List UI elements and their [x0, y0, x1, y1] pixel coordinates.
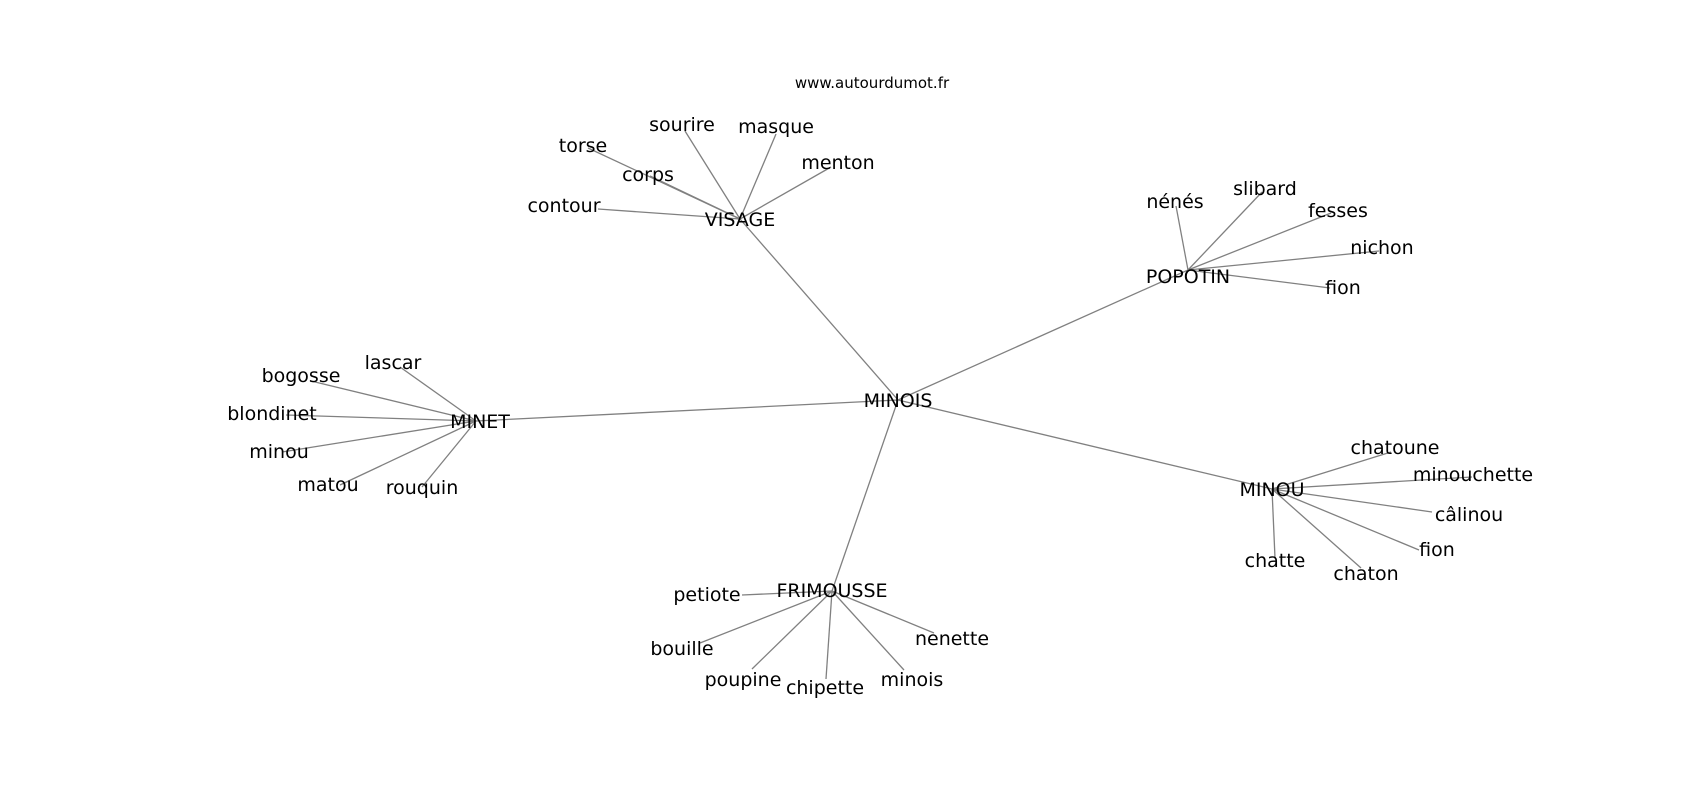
edge-popotin-1 — [1187, 191, 1263, 271]
edge-minou-2 — [1271, 488, 1433, 513]
node-leaf-visage-0: sourire — [649, 114, 715, 136]
edge-root-minou — [897, 399, 1273, 490]
edge-popotin-3 — [1187, 250, 1380, 271]
edge-minet-2 — [285, 414, 477, 422]
edge-minet-5 — [421, 420, 477, 488]
edge-root-minet — [475, 399, 899, 422]
node-leaf-minou-4: chatte — [1245, 550, 1306, 572]
node-leaf-minet-1: bogosse — [262, 365, 341, 387]
edge-minet-3 — [281, 420, 477, 453]
edge-visage-1 — [739, 133, 777, 220]
edge-root-popotin — [897, 269, 1189, 401]
node-leaf-popotin-3: nichon — [1350, 237, 1413, 259]
edge-visage-5 — [597, 208, 741, 220]
graph-edges — [281, 130, 1473, 680]
node-leaf-minou-5: chaton — [1333, 563, 1398, 585]
node-leaf-frimousse-5: nenette — [915, 628, 989, 650]
node-leaf-minet-2: blondinet — [227, 403, 317, 425]
node-hub-frimousse: FRIMOUSSE — [776, 580, 887, 602]
edge-frimousse-4 — [831, 590, 905, 671]
site-url-label: www.autourdumot.fr — [795, 74, 950, 92]
edge-root-visage — [739, 218, 899, 401]
node-root: MINOIS — [864, 390, 933, 412]
node-leaf-popotin-0: nénés — [1146, 191, 1203, 213]
node-leaf-frimousse-1: bouille — [650, 638, 713, 660]
edge-minou-1 — [1271, 476, 1473, 490]
node-leaf-visage-5: contour — [527, 195, 600, 217]
node-leaf-visage-3: corps — [622, 164, 674, 186]
node-leaf-minet-4: matou — [297, 474, 358, 496]
node-leaf-popotin-4: fion — [1325, 277, 1361, 299]
node-hub-visage: VISAGE — [705, 209, 775, 231]
node-hub-minou: MINOU — [1239, 479, 1304, 501]
edge-visage-3 — [649, 175, 741, 220]
edge-root-frimousse — [831, 399, 899, 592]
edge-visage-4 — [739, 166, 832, 220]
edge-minet-4 — [339, 420, 477, 486]
node-leaf-visage-2: torse — [559, 135, 607, 157]
node-leaf-frimousse-0: petiote — [673, 584, 740, 606]
edge-frimousse-1 — [699, 590, 833, 644]
node-leaf-minou-2: câlinou — [1435, 504, 1503, 526]
node-leaf-frimousse-2: poupine — [705, 669, 782, 691]
edge-minou-3 — [1271, 488, 1420, 551]
edge-frimousse-0 — [741, 590, 833, 596]
edge-frimousse-2 — [751, 590, 833, 670]
edge-visage-0 — [684, 130, 741, 220]
node-hub-minet: MINET — [450, 411, 510, 433]
node-leaf-frimousse-3: chipette — [786, 677, 864, 699]
node-leaf-visage-1: masque — [738, 116, 814, 138]
node-leaf-popotin-1: slibard — [1233, 178, 1297, 200]
graph-nodes: MINOIS VISAGE sourire masque torse corps ment… — [227, 114, 1533, 699]
node-leaf-frimousse-4: minois — [881, 669, 944, 691]
edge-minou-5 — [1271, 488, 1362, 569]
node-leaf-minou-3: fion — [1419, 539, 1455, 561]
edge-minou-0 — [1271, 451, 1392, 490]
edge-minou-4 — [1271, 488, 1276, 559]
edge-frimousse-5 — [831, 590, 935, 634]
node-leaf-popotin-2: fesses — [1308, 200, 1368, 222]
edge-popotin-4 — [1187, 269, 1331, 289]
node-leaf-minet-5: rouquin — [386, 477, 458, 499]
edge-minet-0 — [399, 366, 477, 422]
edge-minet-1 — [310, 380, 477, 422]
edge-popotin-2 — [1187, 212, 1332, 271]
node-leaf-minet-0: lascar — [365, 352, 422, 374]
edge-frimousse-3 — [825, 590, 833, 680]
node-leaf-minet-3: minou — [249, 441, 309, 463]
node-leaf-minou-1: minouchette — [1413, 464, 1533, 486]
edge-popotin-0 — [1175, 205, 1189, 271]
node-hub-popotin: POPOTIN — [1146, 266, 1230, 288]
node-leaf-minou-0: chatoune — [1351, 437, 1440, 459]
node-leaf-visage-4: menton — [801, 152, 874, 174]
